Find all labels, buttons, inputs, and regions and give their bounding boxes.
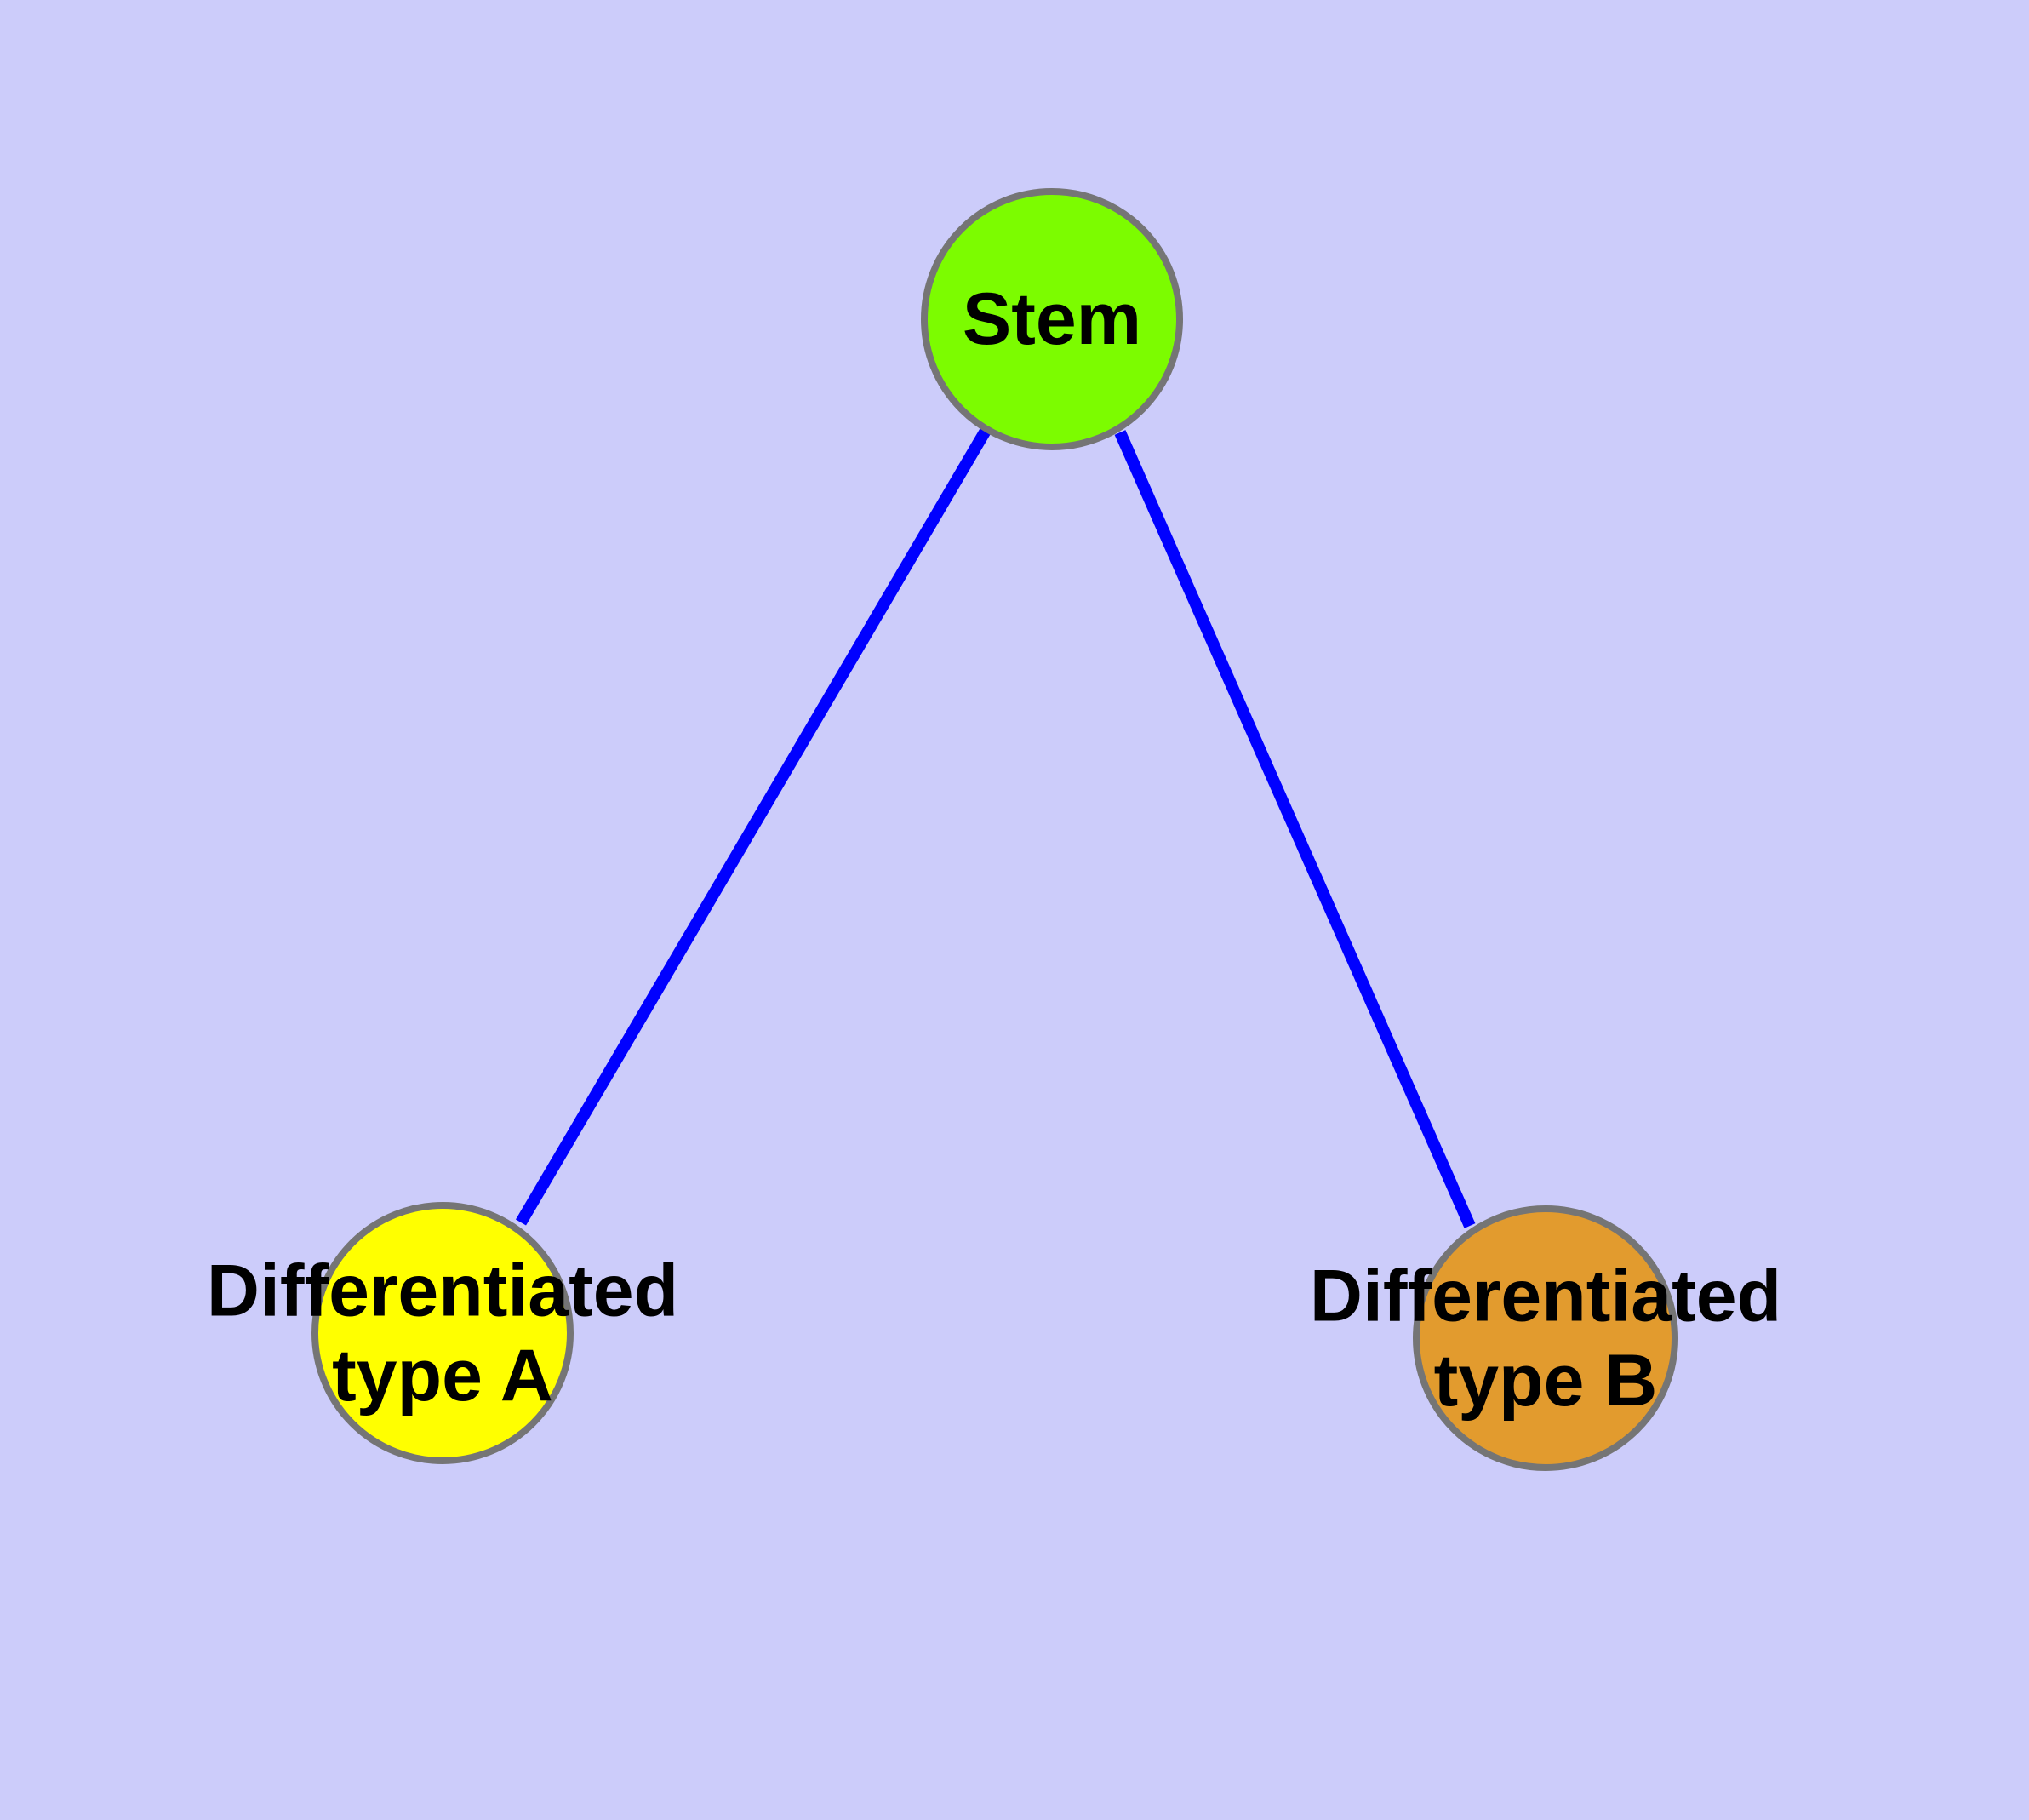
node-label-line: type A <box>332 1335 553 1417</box>
node-circle-diff-a[interactable] <box>311 1202 574 1464</box>
node-label-line: type B <box>1434 1340 1658 1422</box>
graph-node-stem[interactable]: Stem <box>921 188 1183 450</box>
node-circle-stem[interactable] <box>921 188 1183 450</box>
node-circle-diff-b[interactable] <box>1413 1205 1678 1471</box>
node-label-line: Differentiated <box>1310 1255 1781 1336</box>
node-label-stem: Stem <box>963 278 1141 360</box>
graph-edge-stem-to-diff-b <box>1114 430 1476 1228</box>
node-label-line: Stem <box>963 278 1141 360</box>
node-label-line: Differentiated <box>207 1250 678 1331</box>
edges-layer <box>515 427 1476 1228</box>
graph-edge-stem-to-diff-a <box>515 427 992 1226</box>
